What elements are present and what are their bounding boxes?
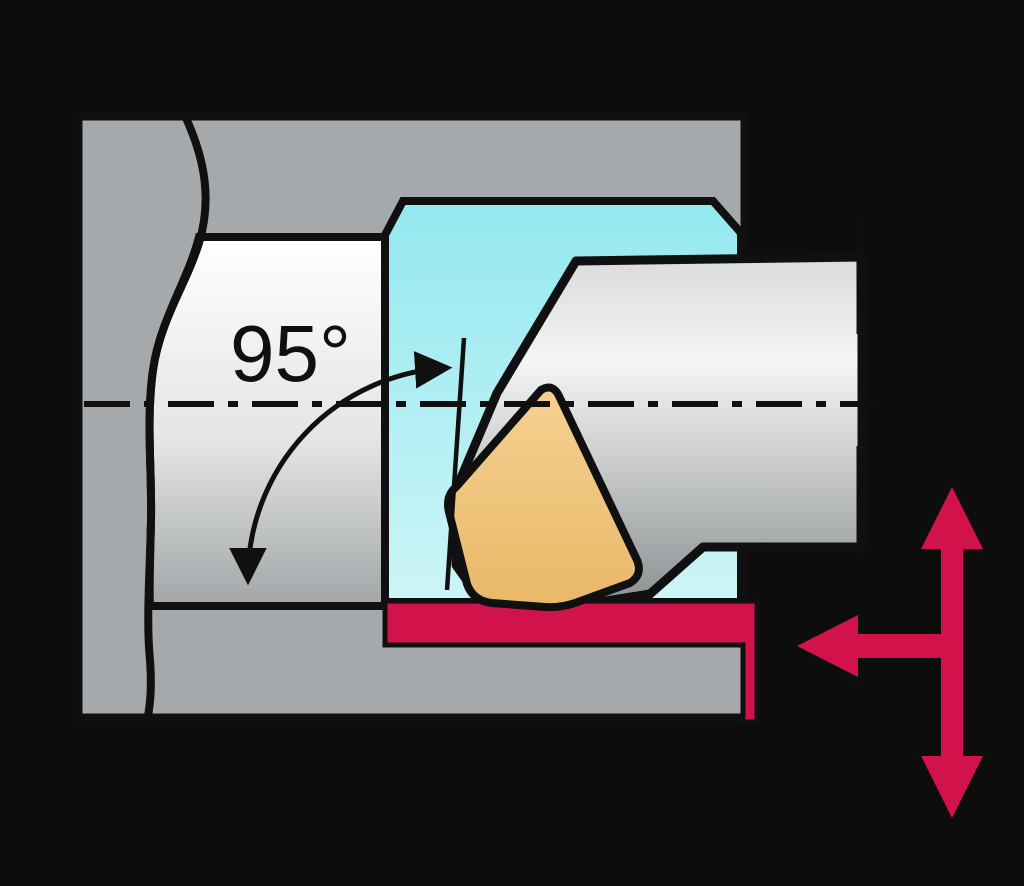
feed-arrow-horizontal — [797, 615, 945, 677]
break-line-wavy — [144, 116, 210, 717]
feed-arrow-vertical — [921, 487, 983, 818]
angle-arc — [229, 351, 453, 586]
bore-surface — [145, 233, 389, 610]
angle-label: 95° — [230, 309, 351, 398]
machined-surface-red — [382, 598, 760, 725]
